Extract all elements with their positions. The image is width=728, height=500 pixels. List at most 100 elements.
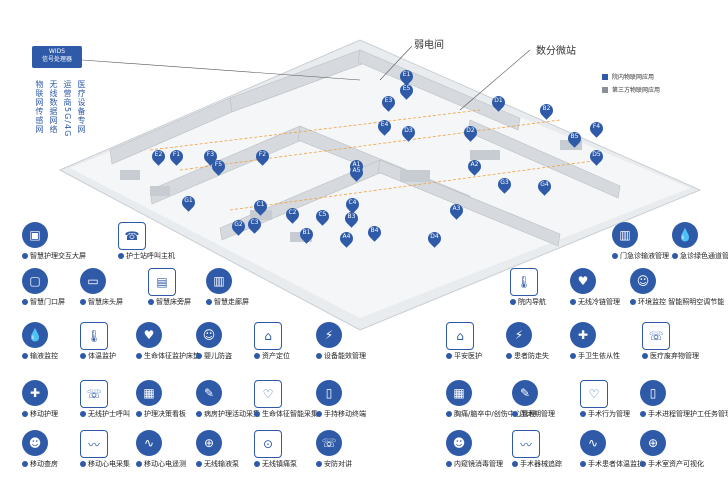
pin-icon (510, 299, 516, 305)
legend-label-1: 院内物联网应用 (612, 74, 655, 81)
floor-pin-label: B5 (570, 133, 579, 140)
pin-icon (254, 461, 260, 467)
pin-icon (254, 411, 260, 417)
app-item-label: 婴儿防盗 (196, 352, 232, 361)
app-item-text: 平安医护 (454, 352, 482, 360)
app-item-pump: ⊕无线输液泵 (196, 430, 286, 476)
pin-icon (254, 353, 260, 359)
app-item-text: 输液监控 (30, 352, 58, 360)
floor-pin-label: A2 (470, 161, 479, 168)
floor-pin-d1: D1 (489, 93, 508, 112)
app-item-text: 围术期管理 (520, 410, 555, 418)
floor-pin-label: E5 (402, 85, 411, 92)
app-item-door-screen: ▢智慧门口屏 (22, 268, 112, 314)
floor-pin-f3: F3 (201, 147, 220, 166)
app-item-label: 手持移动终端 (316, 410, 366, 419)
bed-screen-icon: ▤ (148, 268, 176, 296)
app-item-label: 输液监控 (22, 352, 58, 361)
pin-icon (580, 461, 586, 467)
rounds-icon: ☻ (22, 430, 48, 456)
app-item-text: 手术进程管理护工任务管理 (648, 410, 728, 418)
app-item-label: 智慧床旁屏 (148, 298, 191, 307)
floor-pin-label: C2 (288, 209, 297, 216)
app-item-label: 资产定位 (254, 352, 290, 361)
app-item-label: 护士站呼叫主机 (118, 252, 175, 261)
app-item-infusion: 💧输液监控 (22, 322, 112, 368)
app-item-text: 无线镇痛泵 (262, 460, 297, 468)
floor-pin-label: B4 (370, 227, 379, 234)
floor-pin-label: G3 (500, 179, 509, 186)
pin-icon (316, 461, 322, 467)
app-item-text: 智慧床旁屏 (156, 298, 191, 306)
floor-pin-label: D2 (466, 127, 475, 134)
pin-icon (446, 411, 452, 417)
door-screen-icon: ▢ (22, 268, 48, 294)
thermometer-icon: 🌡 (80, 322, 108, 350)
pin-icon (316, 411, 322, 417)
app-item-patient: ⚡患者防走失 (506, 322, 596, 368)
floor-pin-e1: E1 (397, 67, 416, 86)
floor-pin-a3: A3 (447, 201, 466, 220)
app-item-text: 移动心电采集 (88, 460, 130, 468)
app-item-label: 院内导航 (510, 298, 546, 307)
surgery-temp-icon: ∿ (580, 430, 606, 456)
floor-pin-a2: A2 (465, 157, 484, 176)
pin-icon (512, 461, 518, 467)
pin-icon (80, 461, 86, 467)
network-label-4: 医疗设备专网 (77, 80, 86, 134)
pin-icon (640, 461, 646, 467)
app-item-text: 院内导航 (518, 298, 546, 306)
board-icon: ▦ (136, 380, 162, 406)
app-item-label: 手术行为管理 (580, 410, 630, 419)
app-item-label: 门急诊输液管理 (612, 252, 669, 261)
pin-icon (642, 353, 648, 359)
pin-icon (196, 411, 202, 417)
app-item-text: 无线冷链管理 (578, 298, 620, 306)
floor-pin-c2: C2 (283, 205, 302, 224)
floor-pin-a5: A5 (347, 163, 366, 182)
app-item-text: 病房护理活动采集 (204, 410, 260, 418)
app-item-text: 移动心电遥测 (144, 460, 186, 468)
floor-pin-d2: D2 (461, 123, 480, 142)
pin-icon (446, 461, 452, 467)
pin-icon (22, 253, 28, 259)
app-item-surgery-behavior: ♡ 手术行为管理 (580, 380, 670, 426)
floor-pin-label: C1 (256, 201, 265, 208)
app-item-label: 手术患者体温监护 (580, 460, 644, 469)
floor-pin-label: F2 (258, 151, 267, 158)
app-item-handheld: ▯手持移动终端 (316, 380, 406, 426)
pin-icon (316, 353, 322, 359)
app-item-label: 无线输液泵 (196, 460, 239, 469)
floor-pin-label: F1 (172, 151, 181, 158)
app-item-board: ▦护理决策看板 (136, 380, 226, 426)
legend-swatch-blue (602, 73, 608, 80)
app-item-label: 智慧床头屏 (80, 298, 123, 307)
app-item-cold-chain: ♥ 无线冷链管理 (570, 268, 660, 314)
floor-pin-f5: F5 (209, 157, 228, 176)
app-item-text: 医疗废弃物管理 (650, 352, 699, 360)
cold-chain-icon: ♥ (570, 268, 596, 294)
floor-pin-b4: B4 (365, 223, 384, 242)
app-item-text: 安防对讲 (324, 460, 352, 468)
pin-icon (22, 353, 28, 359)
instrument-icon: 〰 (512, 430, 540, 458)
activity-icon: ✎ (196, 380, 222, 406)
app-item-intercom: ☏安防对讲 (316, 430, 406, 476)
floor-pin-c1: C1 (251, 197, 270, 216)
surgery-behavior-icon: ♡ (580, 380, 608, 408)
app-item-text: 无线输液泵 (204, 460, 239, 468)
app-item-environment: ☺环境监控 智能照明空调节能 (630, 268, 724, 314)
corridor-screen-icon: ▥ (206, 268, 232, 294)
floor-pin-e2: E2 (149, 147, 168, 166)
floor-pin-d5: D5 (587, 147, 606, 166)
floor-pin-label: E1 (402, 71, 411, 78)
floor-pin-b1: B1 (297, 225, 316, 244)
app-item-label: 生命体征智能采集 (254, 410, 318, 419)
app-item-label: 手术器械追踪 (512, 460, 562, 469)
app-item-analgesia: ⊙无线镇痛泵 (254, 430, 344, 476)
floor-pin-label: F3 (206, 151, 215, 158)
app-item-text: 内窥镜消毒管理 (454, 460, 503, 468)
floor-pin-g1: G1 (179, 193, 198, 212)
app-item-text: 手术室资产可视化 (648, 460, 704, 468)
floor-pin-label: F5 (214, 161, 223, 168)
